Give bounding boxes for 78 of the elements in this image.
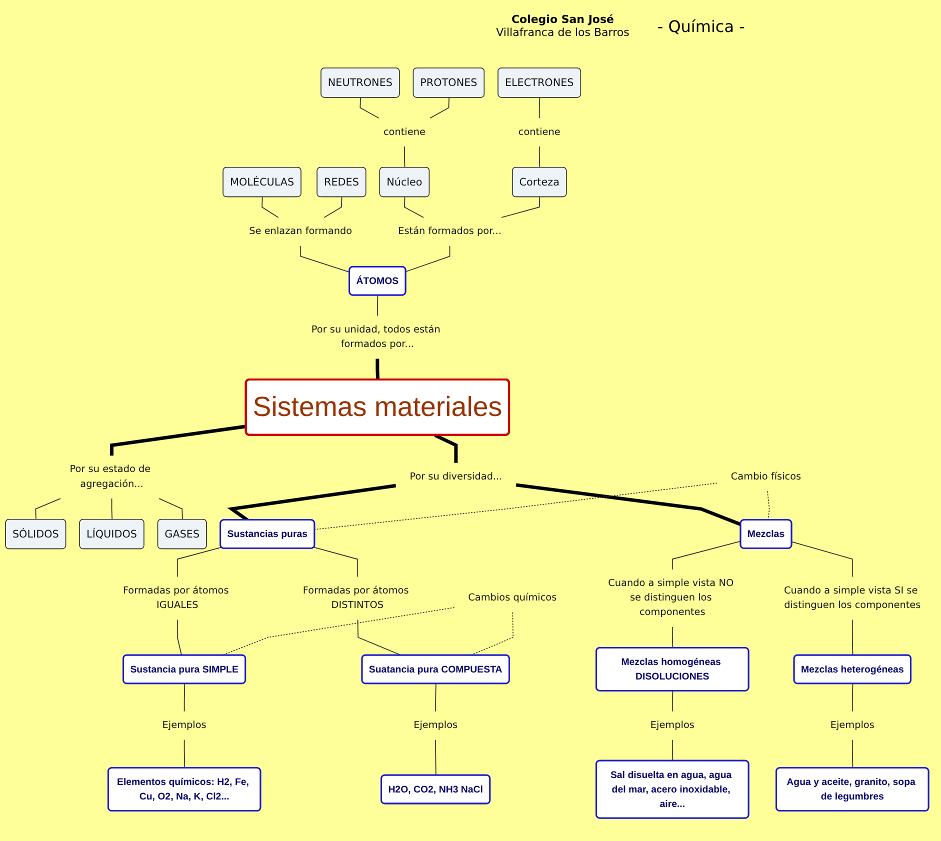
dashed-line (314, 482, 718, 530)
connector-line (314, 546, 358, 578)
connector-line (360, 97, 380, 119)
connector-line (538, 146, 540, 168)
school-name: Colegio San José (511, 13, 614, 26)
connector-line (111, 498, 113, 520)
linking-phrase: Están formados por... (398, 226, 502, 237)
concept-box: Sustancias puras (220, 519, 316, 549)
concept-box: Núcleo (379, 166, 430, 198)
linking-phrase: Ejemplos (650, 720, 694, 731)
connector-line (435, 739, 436, 776)
concept-box: GASES (157, 518, 207, 550)
concept-box: Elementos químicos: H2, Fe, Cu, O2, Na, K, Cl2... (107, 767, 262, 812)
linking-phrase: Por su unidad, todos están formados por... (311, 324, 440, 350)
concept-box: Suatancia pura COMPUESTA (361, 654, 510, 684)
connector-line (405, 245, 450, 272)
thick-line (110, 424, 246, 456)
connector-line (262, 196, 279, 218)
concept-box: Corteza (512, 166, 567, 198)
concept-box: Agua y aceite, granito, sopa de legumbres (776, 767, 930, 812)
connector-line (158, 498, 183, 520)
connector-line (852, 619, 854, 656)
connector-line (435, 683, 436, 712)
place-name: Villafranca de los Barros (496, 26, 630, 39)
connector-line (404, 146, 406, 168)
linking-phrase: Ejemplos (830, 720, 874, 731)
connector-line (404, 196, 424, 218)
connector-line (176, 619, 182, 656)
concept-box: ELECTRONES (498, 68, 582, 98)
connector-line (501, 196, 540, 218)
connector-line (35, 498, 61, 520)
linking-phrase: Cuando a simple vista NO se distinguen los componentes (608, 578, 734, 618)
linking-phrase: contiene (383, 126, 426, 138)
concept-box: H2O, CO2, NH3 NaCl (380, 774, 491, 804)
connector-line (791, 541, 853, 578)
concept-box: Mezclas heterogéneas (793, 654, 912, 684)
concept-box: Sustancia pura SIMPLE (122, 654, 246, 684)
connector-line (852, 739, 854, 769)
linking-phrase: contiene (518, 126, 560, 138)
connector-line (184, 739, 186, 769)
connector-line (377, 294, 378, 316)
connector-line (538, 97, 540, 119)
connector-line (430, 97, 450, 119)
concept-box: SÓLIDOS (5, 518, 66, 550)
concept-box: NEUTRONES (320, 68, 400, 98)
main-concept-box: Sistemas materiales (244, 378, 510, 436)
concept-box: Sal disuelta en agua, agua del mar, acero inoxidable, aire... (596, 760, 750, 819)
thick-line (376, 358, 380, 380)
connector-line (357, 619, 402, 656)
concept-box: Mezclas (740, 519, 792, 549)
connector-line (300, 245, 350, 273)
linking-phrase: Ejemplos (414, 720, 458, 731)
linking-phrase: Se enlazan formando (249, 226, 352, 237)
concept-box: MOLÉCULAS (222, 166, 302, 198)
subject-heading: - Química - (657, 16, 745, 36)
linking-phrase: Formadas por átomos DISTINTOS (302, 585, 409, 611)
concept-box: ÁTOMOS (348, 266, 406, 296)
connector-line (184, 683, 186, 712)
linking-phrase: Cambios químicos (468, 592, 557, 604)
connector-line (324, 196, 342, 218)
concept-box: PROTONES (412, 68, 485, 98)
connector-line (852, 683, 854, 712)
concept-box: REDES (316, 166, 366, 198)
connector-line (672, 690, 674, 712)
connector-line (672, 540, 742, 570)
linking-phrase: Por su diversidad... (410, 471, 502, 482)
thick-line (516, 483, 742, 526)
concept-box: LÍQUIDOS (79, 518, 144, 550)
linking-phrase: Por su estado de agregación... (70, 464, 151, 490)
linking-phrase: Cuando a simple vista SI se distinguen los componentes (784, 585, 921, 611)
linking-phrase: Cambio físicos (730, 471, 802, 482)
connector-line (176, 546, 222, 578)
linking-phrase: Ejemplos (162, 720, 206, 731)
connector-line (672, 739, 674, 762)
linking-phrase: Formadas por átomos IGUALES (122, 585, 229, 611)
thick-line (434, 434, 458, 463)
connector-line (672, 626, 674, 649)
concept-box: Mezclas homogéneas DISOLUCIONES (596, 647, 750, 692)
